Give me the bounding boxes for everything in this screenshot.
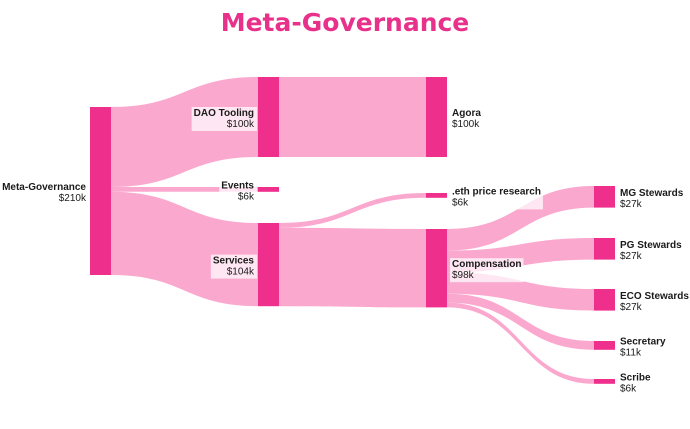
node-label-scribe: Scribe$6k <box>620 372 651 394</box>
node-label-mg: MG Stewards$27k <box>620 188 684 210</box>
node-name-sec: Secretary <box>620 336 666 347</box>
node-label-meta: Meta-Governance$210k <box>2 182 87 204</box>
node-value-services: $104k <box>227 267 255 278</box>
node-name-eco: ECO Stewards <box>620 291 689 302</box>
node-label-bg-dao <box>191 107 257 131</box>
sankey-node-services <box>258 223 279 307</box>
node-name-scribe: Scribe <box>620 372 651 383</box>
sankey-link-comp-sec <box>447 293 594 350</box>
node-value-agora: $100k <box>452 119 480 130</box>
sankey-nodes <box>90 77 615 384</box>
sankey-link-meta-services <box>111 191 258 307</box>
sankey-node-pg <box>594 238 615 260</box>
sankey-node-comp <box>426 229 447 308</box>
node-label-comp: Compensation$98k <box>450 258 524 283</box>
node-value-pg: $27k <box>620 251 643 262</box>
node-value-events: $6k <box>238 191 255 202</box>
node-value-eco: $27k <box>620 302 643 313</box>
node-name-comp: Compensation <box>452 259 521 270</box>
node-name-meta: Meta-Governance <box>2 182 86 193</box>
node-label-bg-eth <box>450 185 543 210</box>
node-name-events: Events <box>221 180 254 191</box>
node-label-sec: Secretary$11k <box>620 336 666 358</box>
node-name-agora: Agora <box>452 108 481 119</box>
node-name-dao: DAO Tooling <box>194 108 254 119</box>
sankey-node-events <box>258 187 279 192</box>
node-value-comp: $98k <box>452 270 475 281</box>
sankey-link-meta-dao <box>111 77 258 187</box>
sankey-node-mg <box>594 186 615 208</box>
sankey-node-dao <box>258 77 279 157</box>
sankey-node-agora <box>426 77 447 157</box>
node-label-eth: .eth price research$6k <box>450 185 543 210</box>
sankey-link-services-comp <box>279 227 426 308</box>
sankey-links <box>111 77 594 384</box>
sankey-link-dao-agora <box>279 77 426 157</box>
diagram-title: Meta-Governance <box>220 8 470 37</box>
sankey-node-eth <box>426 193 447 198</box>
node-value-sec: $11k <box>620 347 642 358</box>
node-label-bg-services <box>210 254 257 279</box>
sankey-node-meta <box>90 107 111 275</box>
node-label-agora: Agora$100k <box>452 108 481 130</box>
node-label-services: Services$104k <box>210 254 257 279</box>
node-name-eth: .eth price research <box>452 186 541 197</box>
sankey-link-comp-mg <box>447 186 594 251</box>
node-value-dao: $100k <box>227 119 255 130</box>
node-label-dao: DAO Tooling$100k <box>191 107 257 131</box>
sankey-node-sec <box>594 341 615 350</box>
node-name-services: Services <box>213 256 255 267</box>
node-value-mg: $27k <box>620 199 643 210</box>
node-label-eco: ECO Stewards$27k <box>620 291 689 313</box>
sankey-node-eco <box>594 289 615 311</box>
sankey-link-services-eth <box>279 193 426 228</box>
sankey-node-scribe <box>594 379 615 384</box>
node-value-scribe: $6k <box>620 383 637 394</box>
node-label-bg-comp <box>450 258 524 283</box>
node-label-events: Events$6k <box>219 179 257 204</box>
node-label-pg: PG Stewards$27k <box>620 240 682 262</box>
node-value-eth: $6k <box>452 197 469 208</box>
node-name-pg: PG Stewards <box>620 240 682 251</box>
node-name-mg: MG Stewards <box>620 188 684 199</box>
node-label-bg-events <box>219 179 257 204</box>
node-value-meta: $210k <box>59 193 87 204</box>
sankey-link-comp-scribe <box>447 302 594 384</box>
